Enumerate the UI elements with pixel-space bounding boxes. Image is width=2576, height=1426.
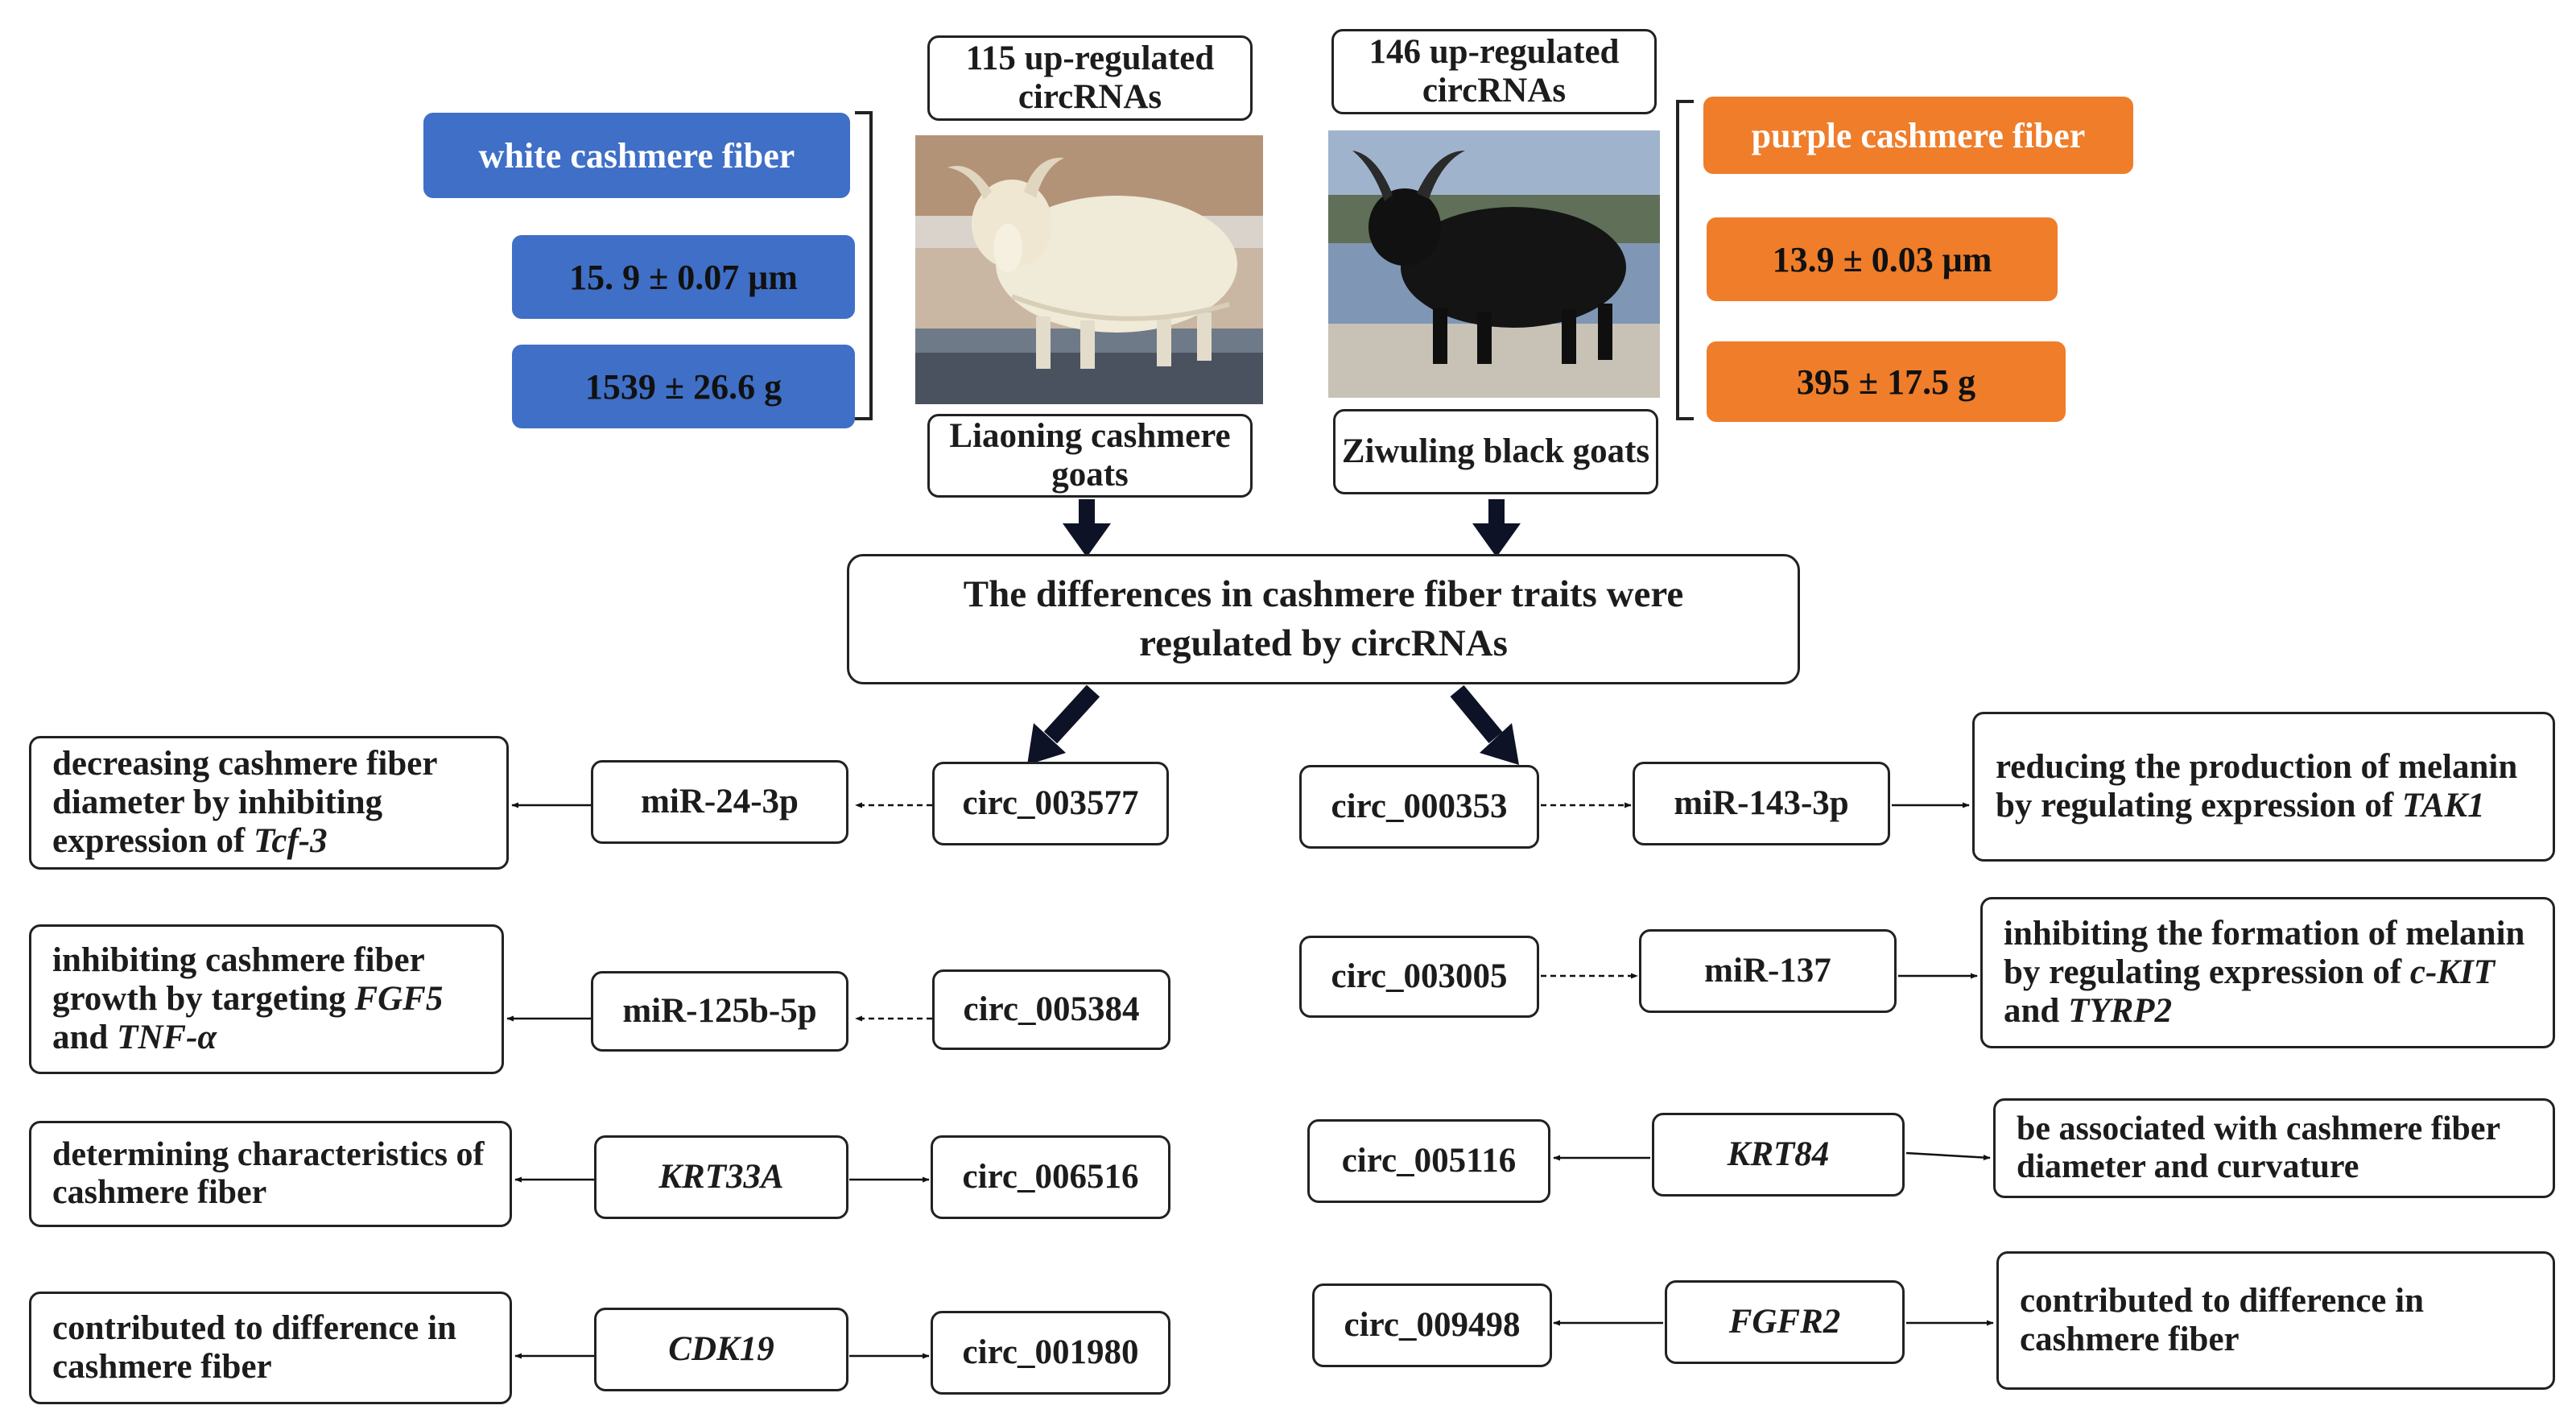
effect-text-part: and xyxy=(52,1019,118,1057)
left-target-box-1: miR-24-3p xyxy=(591,760,848,844)
right-effect-box-3: be associated with cashmere fiber diamet… xyxy=(1993,1098,2555,1198)
left-bracket xyxy=(855,111,873,420)
right-effect-text-4: contributed to difference in cashmere fi… xyxy=(2020,1282,2541,1359)
left-target-text-1: miR-24-3p xyxy=(641,782,799,820)
left-circ-box-3: circ_006516 xyxy=(931,1135,1170,1219)
right-effect-text-3: be associated with cashmere fiber diamet… xyxy=(2017,1110,2541,1186)
left-target-text-4: CDK19 xyxy=(668,1329,774,1368)
liaoning-breed-text: Liaoning cashmere goats xyxy=(949,416,1231,494)
effect-text-part: determining characteristics of cashmere … xyxy=(52,1135,485,1211)
right-circ-box-2: circ_003005 xyxy=(1299,936,1539,1018)
right-effect-box-2: inhibiting the formation of melanin by r… xyxy=(1980,897,2555,1048)
white-fiber-yield-chip: 1539 ± 26.6 g xyxy=(512,345,855,428)
right-target-text-3: KRT84 xyxy=(1727,1135,1830,1173)
white-fiber-diameter-value: 15. 9 ± 0.07 μm xyxy=(569,257,798,297)
effect-text-part: FGF5 xyxy=(354,979,444,1018)
left-effect-box-1: decreasing cashmere fiber diameter by in… xyxy=(29,736,509,870)
right-circ-box-4: circ_009498 xyxy=(1312,1283,1552,1367)
right-target-text-4: FGFR2 xyxy=(1728,1302,1841,1341)
liaoning-goat-photo xyxy=(915,135,1263,404)
left-circ-box-2: circ_005384 xyxy=(932,969,1170,1050)
ziwuling-breed-box: Ziwuling black goats xyxy=(1333,409,1658,494)
left-circ-box-4: circ_001980 xyxy=(931,1311,1170,1395)
left-target-box-2: miR-125b-5p xyxy=(591,971,848,1052)
effect-text-part: inhibiting the formation of melanin by r… xyxy=(2004,914,2525,991)
right-target-text-1: miR-143-3p xyxy=(1674,783,1849,822)
right-effect-box-1: reducing the production of melanin by re… xyxy=(1972,712,2555,862)
left-circ-text-2: circ_005384 xyxy=(963,990,1140,1028)
right-target-box-3: KRT84 xyxy=(1652,1113,1905,1197)
purple-fiber-yield-value: 395 ± 17.5 g xyxy=(1796,362,1976,402)
right-circ-box-3: circ_005116 xyxy=(1307,1119,1550,1203)
right-circ-text-1: circ_000353 xyxy=(1331,787,1508,825)
right-upregulated-count-box: 146 up-regulated circRNAs xyxy=(1331,29,1657,114)
purple-fiber-yield-chip: 395 ± 17.5 g xyxy=(1707,341,2066,422)
effect-text-part: be associated with cashmere fiber diamet… xyxy=(2017,1110,2500,1185)
conclusion-line-2: regulated by circRNAs xyxy=(1139,622,1508,664)
right-circ-text-2: circ_003005 xyxy=(1331,957,1508,995)
left-effect-text-2: inhibiting cashmere fiber growth by targ… xyxy=(52,941,490,1057)
right-bracket xyxy=(1676,100,1694,420)
left-effect-text-4: contributed to difference in cashmere fi… xyxy=(52,1309,498,1387)
right-upregulated-count-text: 146 up-regulated circRNAs xyxy=(1368,32,1620,110)
left-connectors xyxy=(506,802,932,1359)
effect-text-part: TYRP2 xyxy=(2068,992,2173,1031)
effect-text-part: TNF-α xyxy=(117,1019,217,1057)
left-effect-box-3: determining characteristics of cashmere … xyxy=(29,1121,512,1227)
liaoning-breed-box: Liaoning cashmere goats xyxy=(927,414,1253,498)
black-goat-image xyxy=(1328,130,1660,398)
effect-text-part: and xyxy=(2004,992,2069,1031)
purple-fiber-diameter-value: 13.9 ± 0.03 μm xyxy=(1772,239,1992,279)
left-effect-text-1: decreasing cashmere fiber diameter by in… xyxy=(52,745,495,861)
right-connectors xyxy=(1541,802,1994,1326)
right-effect-box-4: contributed to difference in cashmere fi… xyxy=(1996,1251,2555,1390)
effect-text-part: c-KIT xyxy=(2409,953,2495,991)
left-upregulated-count-box: 115 up-regulated circRNAs xyxy=(927,35,1253,121)
right-target-box-2: miR-137 xyxy=(1639,929,1897,1013)
effect-text-part: TAK1 xyxy=(2401,787,2485,825)
purple-fiber-diameter-chip: 13.9 ± 0.03 μm xyxy=(1707,217,2058,301)
purple-fiber-label: purple cashmere fiber xyxy=(1751,115,2086,155)
effect-text-part: contributed to difference in cashmere fi… xyxy=(52,1308,456,1386)
left-effect-text-3: determining characteristics of cashmere … xyxy=(52,1136,498,1212)
ziwuling-goat-photo xyxy=(1328,130,1660,398)
left-target-box-3: KRT33A xyxy=(594,1135,848,1219)
left-circ-text-1: circ_003577 xyxy=(962,783,1139,822)
center-to-branch-arrows xyxy=(1027,684,1519,765)
left-target-text-3: KRT33A xyxy=(658,1157,784,1196)
right-circ-text-4: circ_009498 xyxy=(1344,1305,1521,1344)
right-effect-text-1: reducing the production of melanin by re… xyxy=(1996,748,2541,825)
conclusion-line-1: The differences in cashmere fiber traits… xyxy=(963,573,1684,616)
left-target-text-2: miR-125b-5p xyxy=(622,991,817,1030)
effect-text-part: inhibiting cashmere fiber growth by targ… xyxy=(52,940,424,1018)
left-upregulated-count-text: 115 up-regulated circRNAs xyxy=(965,39,1215,116)
effect-text-part: Tcf-3 xyxy=(254,822,328,861)
right-target-box-4: FGFR2 xyxy=(1665,1280,1905,1364)
effect-text-part: reducing the production of melanin by re… xyxy=(1996,747,2518,825)
left-circ-text-3: circ_006516 xyxy=(962,1157,1139,1196)
conclusion-box: The differences in cashmere fiber traits… xyxy=(847,554,1800,684)
right-target-text-2: miR-137 xyxy=(1704,951,1831,990)
left-target-box-4: CDK19 xyxy=(594,1308,848,1391)
left-effect-box-4: contributed to difference in cashmere fi… xyxy=(29,1292,512,1404)
white-fiber-diameter-chip: 15. 9 ± 0.07 μm xyxy=(512,235,855,319)
right-effect-text-2: inhibiting the formation of melanin by r… xyxy=(2004,915,2541,1031)
right-circ-text-3: circ_005116 xyxy=(1341,1141,1517,1180)
right-circ-box-1: circ_000353 xyxy=(1299,765,1539,849)
left-circ-text-4: circ_001980 xyxy=(962,1333,1139,1371)
white-goat-image xyxy=(915,135,1263,404)
effect-text-part: decreasing cashmere fiber diameter by in… xyxy=(52,744,437,861)
breed-to-center-arrows xyxy=(1063,499,1521,557)
effect-text-part: contributed to difference in cashmere fi… xyxy=(2020,1281,2424,1358)
left-circ-box-1: circ_003577 xyxy=(932,762,1169,845)
white-fiber-yield-value: 1539 ± 26.6 g xyxy=(584,366,782,407)
white-fiber-chip: white cashmere fiber xyxy=(423,113,850,198)
ziwuling-breed-text: Ziwuling black goats xyxy=(1341,432,1650,470)
purple-fiber-chip: purple cashmere fiber xyxy=(1703,97,2133,174)
white-fiber-label: white cashmere fiber xyxy=(478,135,795,176)
right-target-box-1: miR-143-3p xyxy=(1633,762,1890,845)
left-effect-box-2: inhibiting cashmere fiber growth by targ… xyxy=(29,924,504,1074)
